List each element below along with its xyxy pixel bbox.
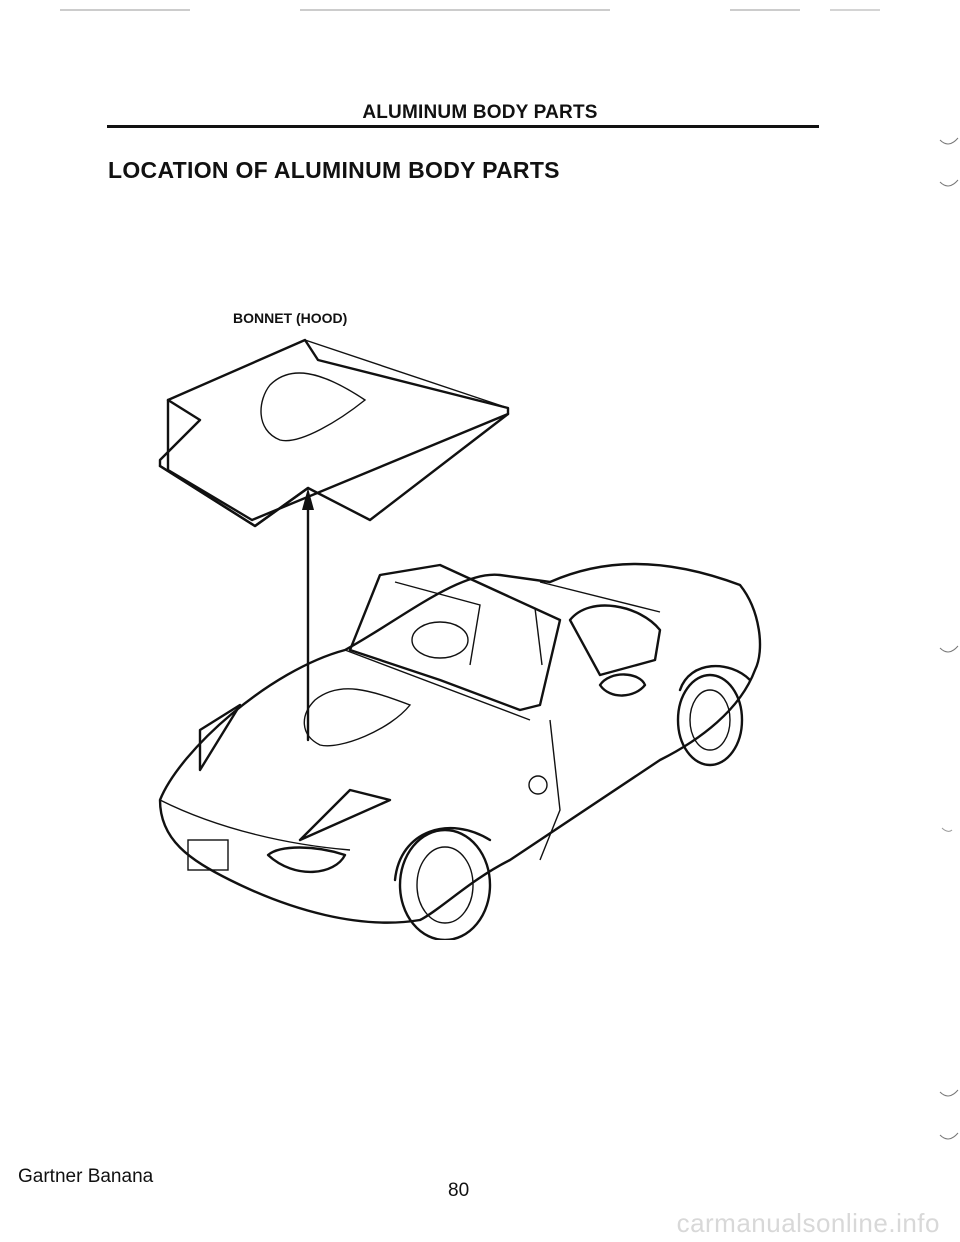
bonnet-label: BONNET (HOOD) [233, 310, 348, 326]
section-title: LOCATION OF ALUMINUM BODY PARTS [108, 157, 560, 183]
figure-illustration [158, 338, 762, 940]
site-watermark: carmanualsonline.info [676, 1208, 940, 1238]
header-rule [107, 125, 819, 128]
car-illustration [158, 562, 762, 940]
page-header-title: ALUMINUM BODY PARTS [362, 102, 598, 123]
bonnet-panel-illustration [158, 338, 510, 528]
scan-edge-marks [60, 9, 880, 11]
footer-source-text: Gartner Banana [18, 1166, 154, 1187]
scan-margin-marks [939, 137, 959, 1140]
pointer-arrow [302, 488, 314, 742]
page-number: 80 [448, 1180, 470, 1201]
